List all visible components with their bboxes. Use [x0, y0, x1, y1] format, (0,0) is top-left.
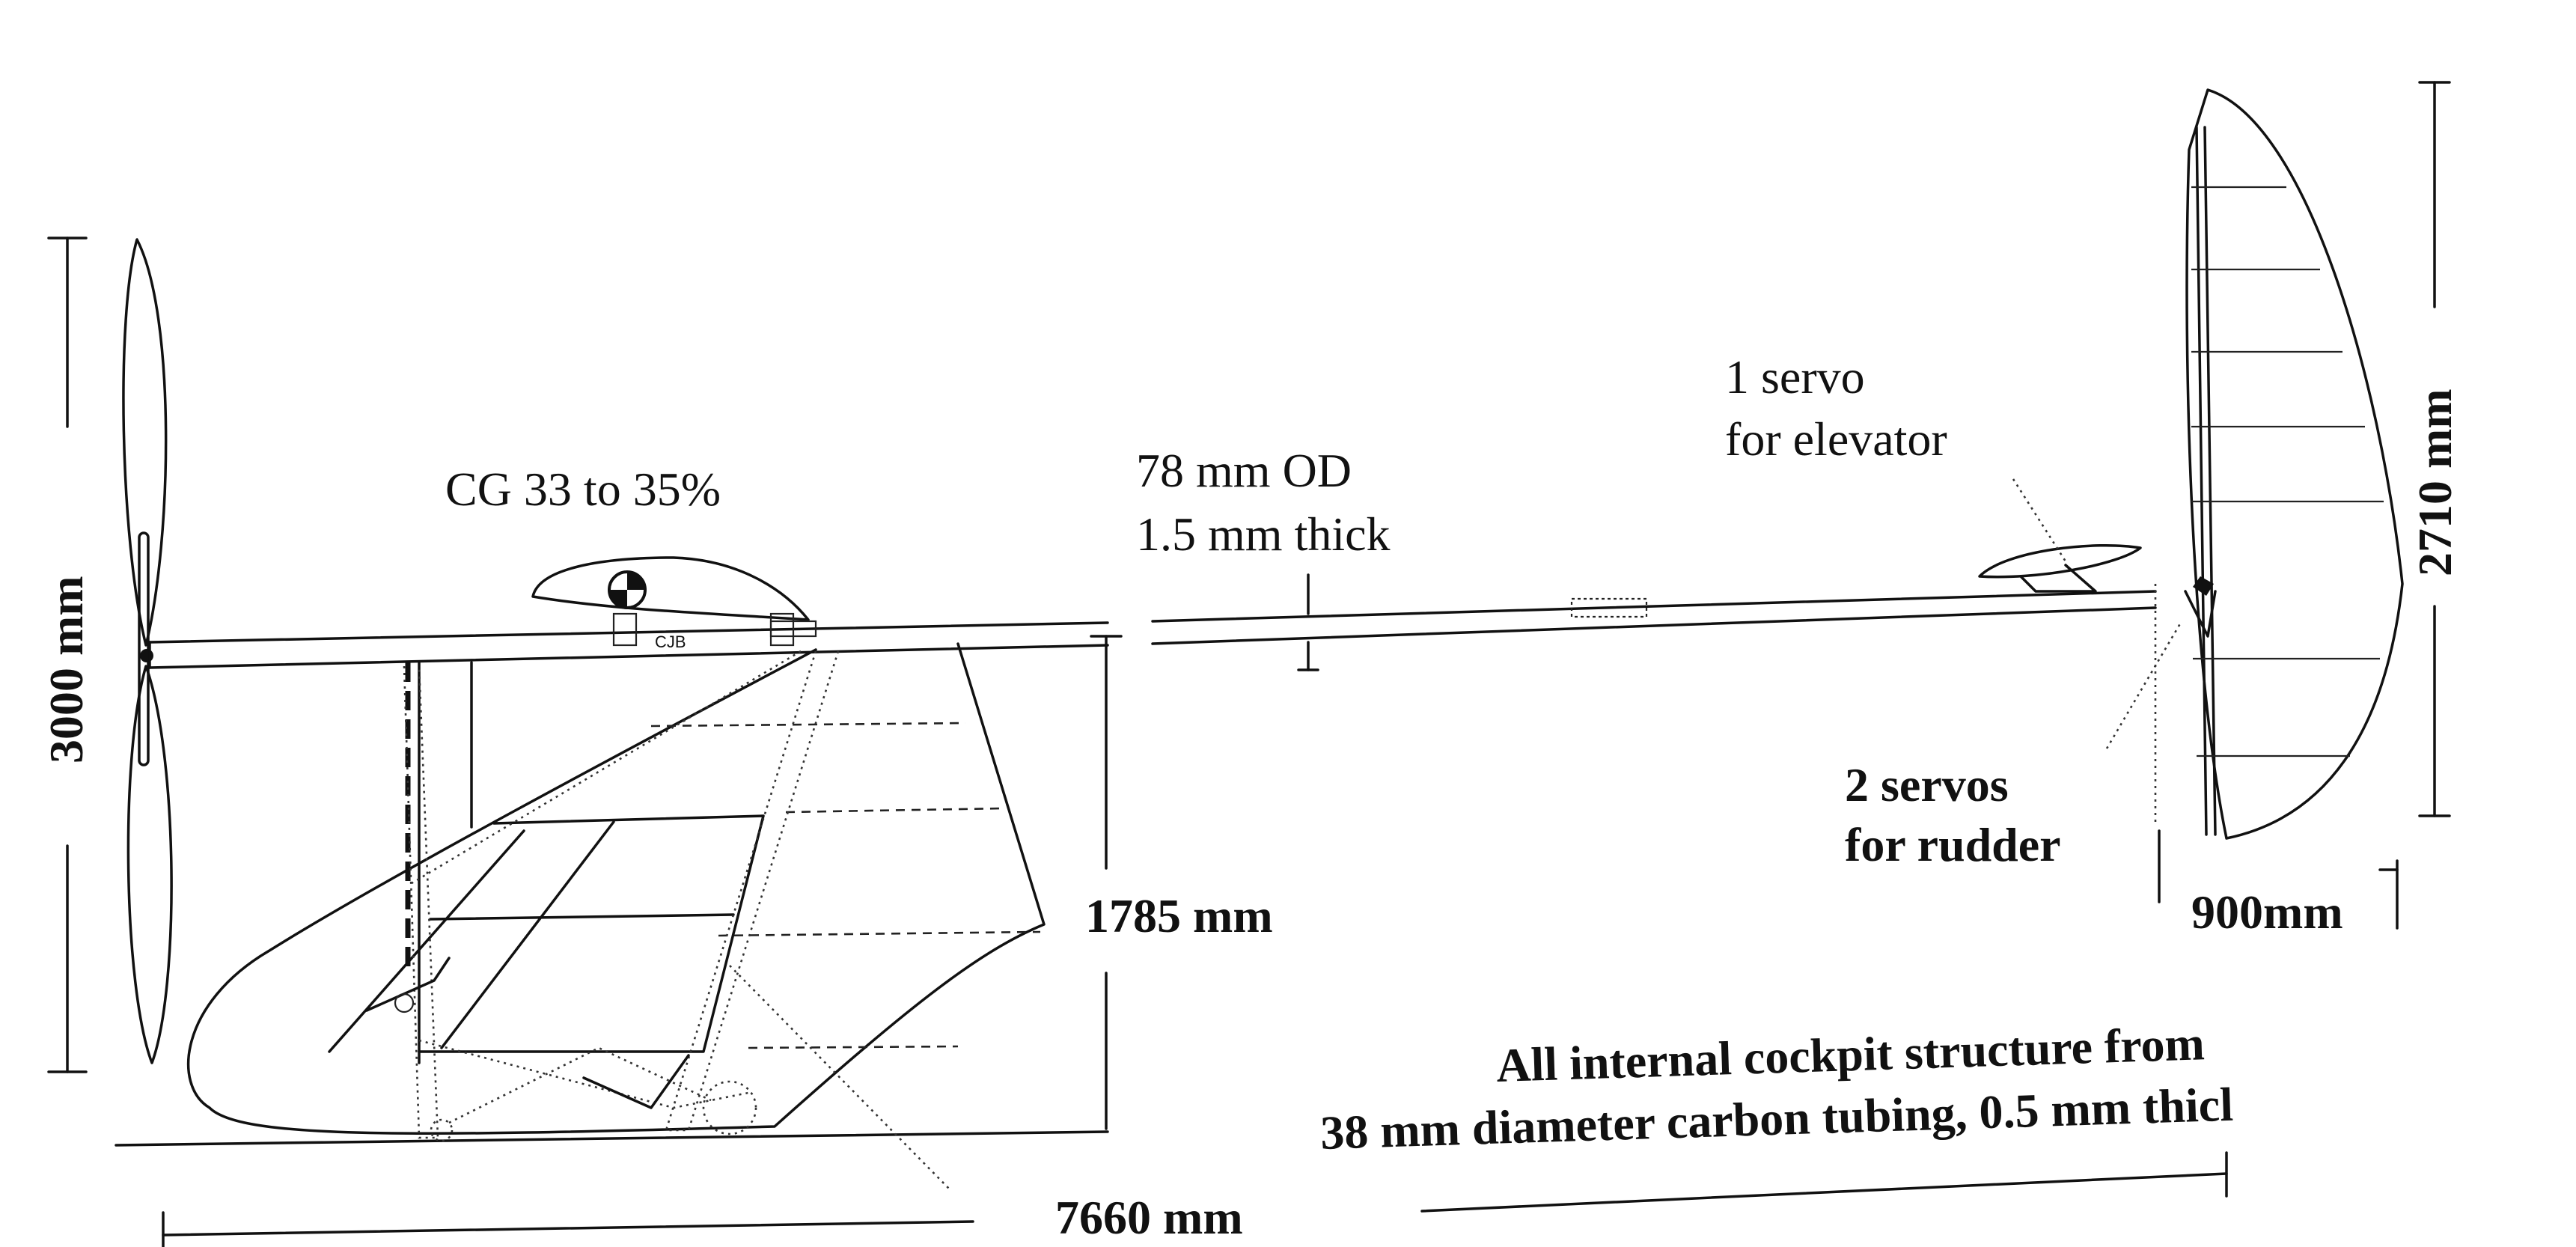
tail-chord-label: 900mm [2191, 885, 2343, 939]
rudder-servo-label-line2: for rudder [1845, 818, 2061, 871]
tail-height-dimension-line [2418, 81, 2451, 817]
boom-od-label: 78 mm OD [1136, 444, 1352, 497]
elevator-servo-label-line2: for elevator [1725, 412, 1947, 466]
elevator-stabilizer [1978, 544, 2142, 593]
overall-length-label: 7660 mm [1055, 1191, 1243, 1244]
propeller [122, 238, 173, 1064]
boom-diameter-indicator [1297, 573, 1319, 671]
cockpit-internal-structure [365, 650, 951, 1191]
structure-note-line1: All internal cockpit structure from [1495, 1016, 2206, 1092]
propeller-dimension-line [47, 237, 88, 1073]
tail-chord-dimension-line [2158, 829, 2399, 930]
cg-symbol-icon [608, 570, 647, 609]
elevator-servo-leader [2012, 478, 2067, 562]
rudder-servo-label-line1: 2 servos [1845, 758, 2009, 811]
cockpit-height-label: 1785 mm [1085, 889, 1273, 942]
cg-label: CG 33 to 35% [445, 463, 721, 516]
structure-note-line2: 38 mm diameter carbon tubing, 0.5 mm thi… [1319, 1078, 2234, 1159]
wing-airfoil-section [531, 556, 817, 647]
fuselage-boom [148, 590, 2157, 669]
elevator-servo-label-line1: 1 servo [1725, 350, 1865, 403]
cockpit-height-dimension-line [1090, 635, 1123, 1130]
propeller-diameter-label: 3000 mm [40, 576, 93, 763]
tail-height-label: 2710 mm [2408, 388, 2461, 576]
vertical-tail-fin [2154, 88, 2404, 840]
cockpit-pod [115, 642, 1109, 1147]
overall-length-dimension-line [162, 1151, 2228, 1247]
rudder-servo-leader [2105, 621, 2183, 749]
maker-mark: CJB [655, 632, 686, 651]
boom-thickness-label: 1.5 mm thick [1136, 507, 1391, 561]
